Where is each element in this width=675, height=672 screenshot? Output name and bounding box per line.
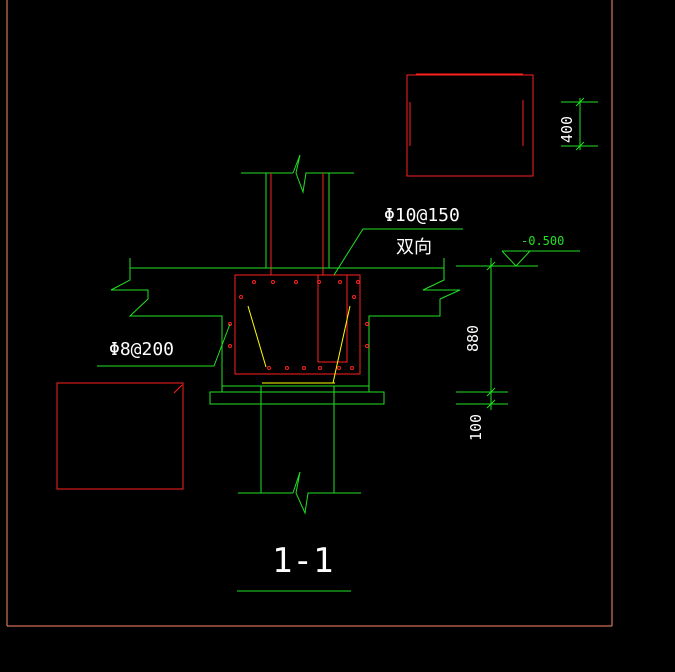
rebar-top-sub-label: 双向 — [396, 237, 432, 258]
section-title: 1-1 — [272, 541, 333, 581]
dimension-400-text: 400 — [558, 116, 576, 143]
dimension-880-text: 880 — [464, 325, 482, 352]
column-detail-bottom-left — [56, 382, 184, 490]
slab-and-beam — [110, 258, 461, 392]
lower-column — [238, 386, 361, 515]
drawing-frame — [6, 0, 613, 627]
rebar-top-label: Φ10@150 — [384, 205, 460, 226]
stirrups-yellow — [247, 305, 351, 384]
dimension-100-text: 100 — [467, 414, 485, 441]
rebar-side-label: Φ8@200 — [109, 339, 174, 360]
column-rebars — [270, 173, 324, 275]
column-detail-top-right — [406, 73, 534, 177]
elevation-mark — [501, 250, 580, 267]
dimension-400 — [561, 97, 598, 151]
base-pad — [209, 385, 385, 405]
rebar-dots — [228, 280, 369, 370]
leader-lines — [97, 228, 463, 367]
elevation-text: -0.500 — [521, 234, 564, 248]
upper-column — [241, 154, 354, 268]
dimension-880-100 — [456, 258, 523, 410]
